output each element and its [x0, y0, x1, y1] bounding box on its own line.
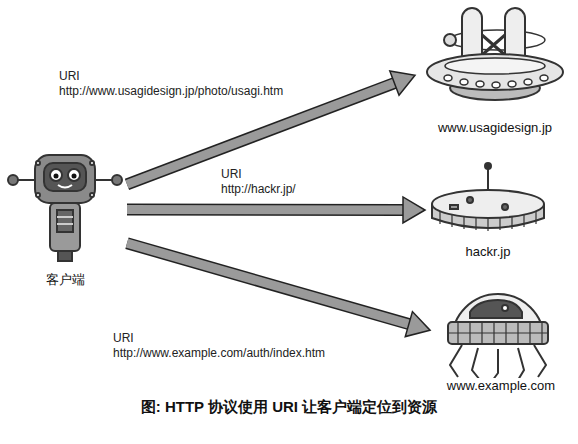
client-figure: 客户端 [3, 148, 127, 288]
disk-ufo [432, 163, 544, 231]
uri-arrow [127, 197, 425, 223]
node-label: 客户端 [44, 272, 87, 288]
arrow-shaft [127, 205, 403, 214]
arrow-shaft [127, 243, 409, 324]
arrow-head [390, 71, 415, 95]
edge-label: URI http://www.usagidesign.jp/photo/usag… [56, 68, 286, 100]
jellyfish-ufo [448, 294, 548, 381]
node-label: hackr.jp [464, 244, 513, 260]
arrow-head [403, 197, 425, 223]
arrow-outline [127, 243, 409, 324]
node-label: www.example.com [445, 378, 557, 394]
node-label: www.usagidesign.jp [436, 120, 554, 136]
arrow-outline [127, 204, 403, 216]
server-figure: www.example.com [430, 280, 572, 394]
robot-figure [8, 155, 122, 261]
arrow-head [405, 312, 430, 337]
server-figure: hackr.jp [425, 160, 551, 260]
server-figure: www.usagidesign.jp [415, 4, 575, 136]
edge-label: URI http://hackr.jp/ [218, 166, 299, 198]
uri-arrow [127, 243, 430, 336]
rabbit-ufo [427, 8, 563, 100]
edge-label: URI http://www.example.com/auth/index.ht… [110, 330, 328, 362]
figure-caption: 图: HTTP 协议使用 URI 让客户端定位到资源 [0, 398, 578, 417]
